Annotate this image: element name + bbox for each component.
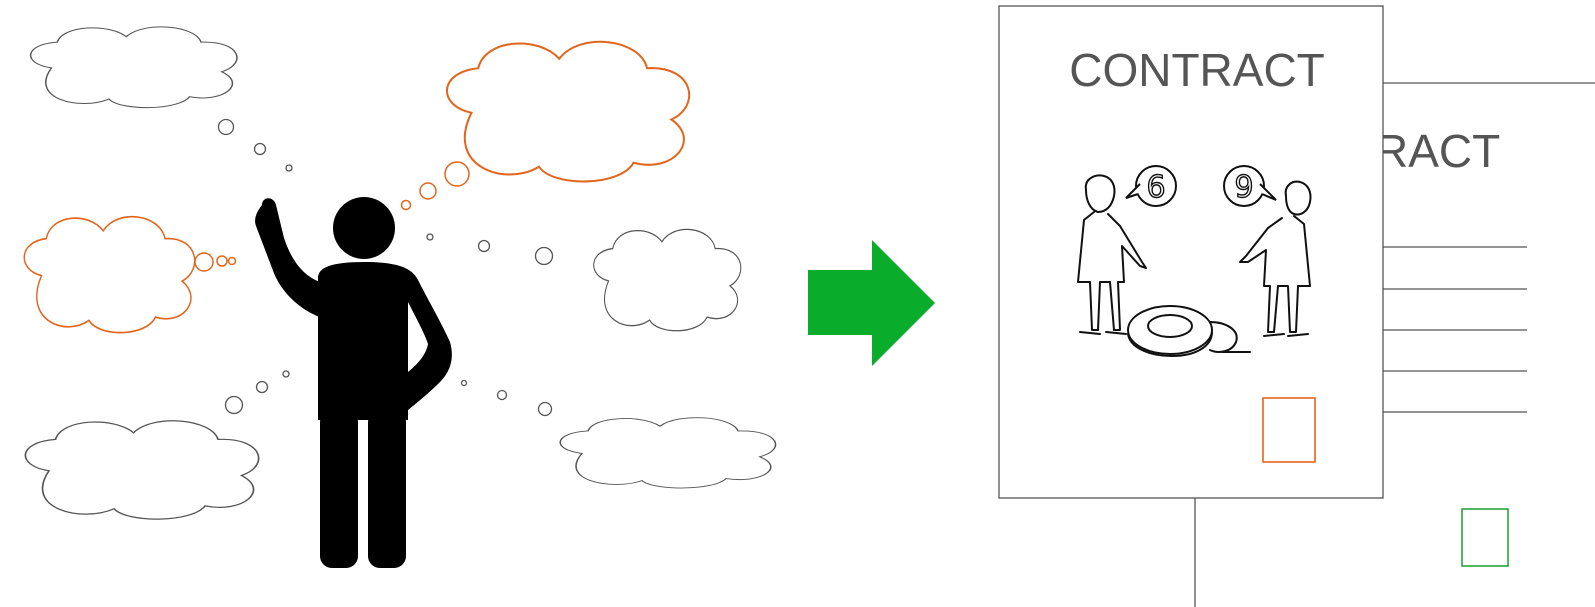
speech-bubble-right: 9 xyxy=(1223,165,1277,207)
thought-cloud-top-left xyxy=(29,26,238,109)
ground-digit-sketch xyxy=(1127,305,1251,357)
contract-back-lines xyxy=(1383,246,1527,413)
thought-cloud-middle-left-orange xyxy=(23,215,196,334)
contract-back-title: RACT xyxy=(1375,125,1500,177)
left-person-sketch xyxy=(1077,174,1147,335)
checkbox-icon xyxy=(1461,508,1509,567)
speech-left-digit: 6 xyxy=(1146,170,1165,205)
thought-cloud-top-right-orange xyxy=(445,40,691,183)
speech-right-digit: 9 xyxy=(1234,170,1253,205)
contract-back-document: RACT xyxy=(1194,82,1595,607)
thought-bubbles xyxy=(194,118,554,417)
thought-cloud-bottom-right xyxy=(559,416,777,489)
contract-front-document: CONTRACT 6 9 xyxy=(998,5,1384,499)
contract-front-title: CONTRACT xyxy=(1069,44,1325,96)
thought-cloud-middle-right xyxy=(593,228,742,332)
thought-cloud-bottom-left xyxy=(24,419,260,520)
speech-bubble-left: 6 xyxy=(1125,165,1177,207)
perspective-illustration: 6 9 xyxy=(1077,165,1312,357)
right-person-sketch xyxy=(1239,180,1312,337)
right-arrow-icon xyxy=(808,240,935,366)
person-figure-icon xyxy=(255,197,452,568)
checkbox-icon xyxy=(1262,397,1316,463)
